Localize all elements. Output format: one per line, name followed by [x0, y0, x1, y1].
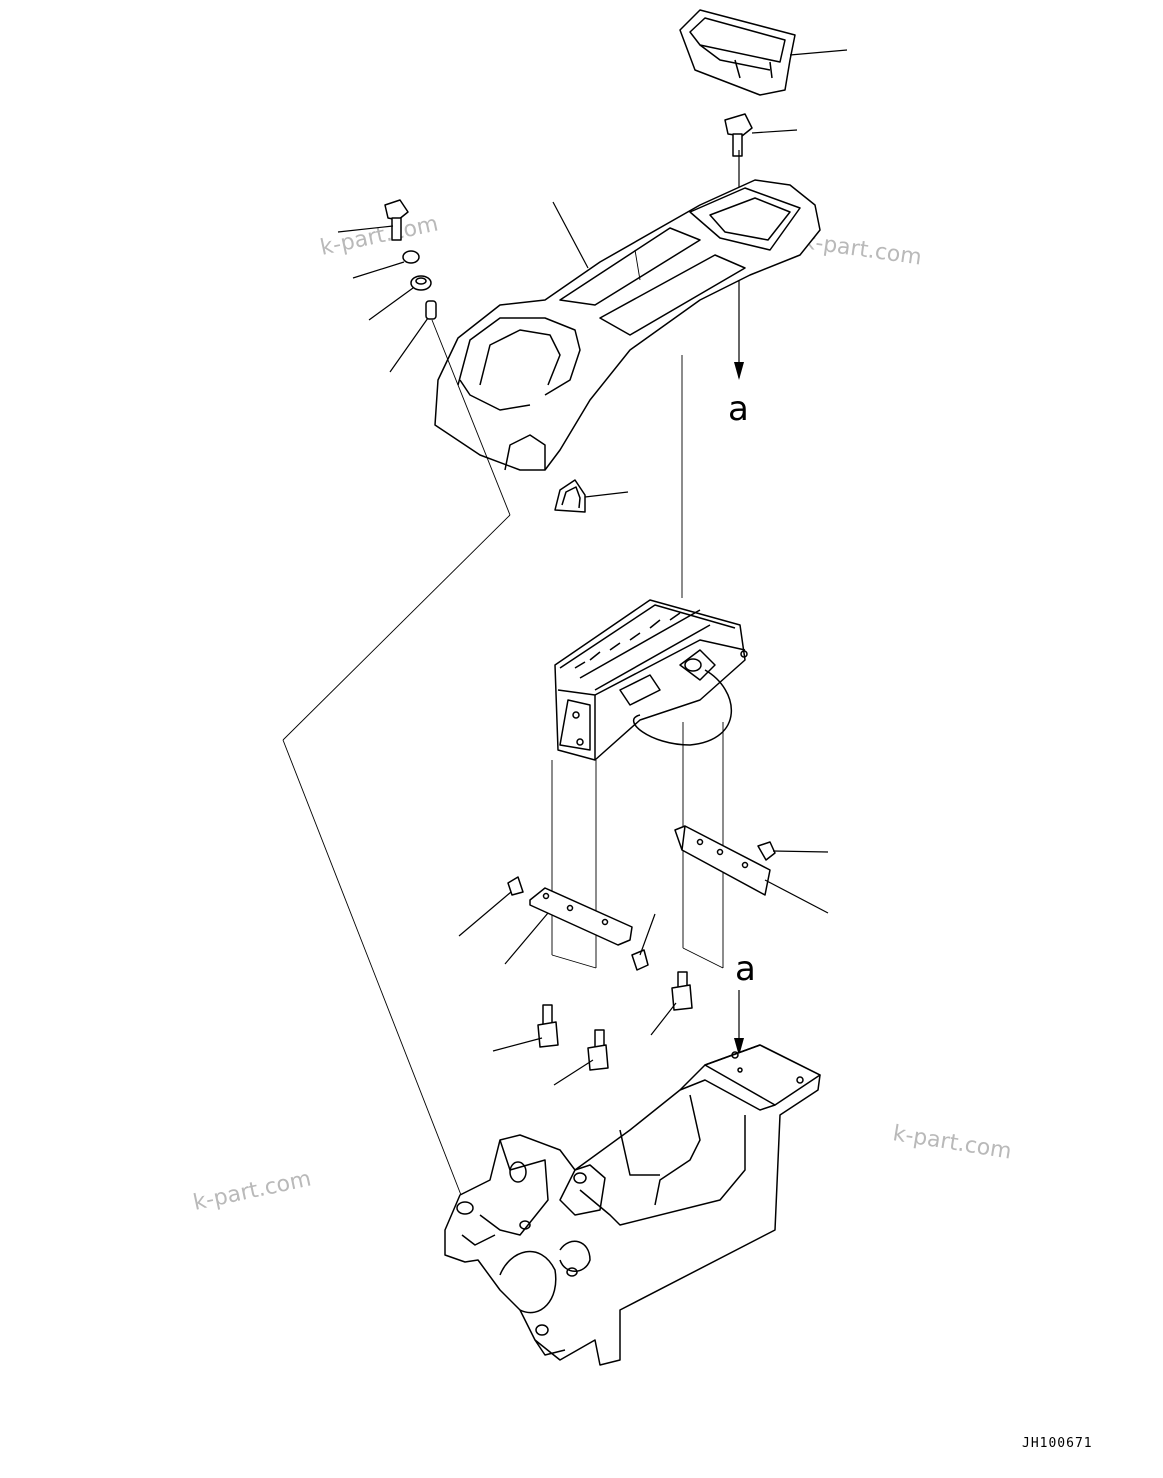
- watermark-bottom-left: k-part.com: [191, 1167, 313, 1216]
- bolt-part-top: [724, 113, 753, 157]
- bracket-right-part: [674, 825, 771, 896]
- control-panel-part: [554, 599, 748, 761]
- leader-line-clip-left: [458, 891, 512, 937]
- washer-part: [402, 250, 420, 264]
- reference-letter-top: a: [728, 389, 749, 429]
- leader-line-bolt-top: [751, 129, 798, 134]
- guide-line-frame-1: [282, 514, 511, 741]
- leader-line-bolt-lower-3: [650, 1002, 677, 1036]
- leader-line-pin: [389, 317, 429, 373]
- watermark-bottom-right: k-part.com: [891, 1121, 1013, 1164]
- bolt-part-lower-1: [537, 1004, 559, 1048]
- console-cover-part: [434, 179, 821, 471]
- leader-line-tray: [789, 49, 848, 56]
- storage-tray-part: [679, 9, 796, 96]
- reference-arrow-top-head: [734, 362, 744, 380]
- leader-line-bracket-left: [504, 912, 549, 965]
- pin-part: [425, 300, 437, 320]
- leader-line-cover: [552, 201, 589, 269]
- bolt-part-lower-2: [587, 1029, 609, 1071]
- guide-line-pin: [431, 319, 511, 516]
- leader-line-cap: [584, 491, 629, 498]
- watermark-top-right: k-part.com: [801, 229, 923, 270]
- watermark-top-left: k-part.com: [318, 212, 440, 261]
- drawing-code: JH100671: [1022, 1436, 1093, 1451]
- leader-line-grommet: [368, 287, 414, 321]
- guide-line-frame-2: [282, 739, 462, 1196]
- bolt-part-lower-3: [671, 971, 693, 1011]
- leader-line-screw: [337, 225, 394, 233]
- clip-left-part: [507, 876, 524, 896]
- base-frame-part: [444, 1044, 821, 1366]
- leader-line-bracket-right: [764, 879, 829, 914]
- leader-line-clip-center: [639, 913, 656, 956]
- bracket-left-part: [529, 887, 633, 946]
- screw-part: [384, 199, 409, 241]
- clip-center-part: [631, 949, 649, 971]
- reference-letter-bottom: a: [735, 949, 756, 989]
- leader-line-bolt-lower-1: [492, 1037, 543, 1052]
- cap-part: [554, 479, 586, 513]
- reference-arrow-bottom-head: [734, 1038, 744, 1056]
- leader-line-clip-right: [772, 850, 829, 853]
- grommet-part: [410, 275, 432, 291]
- clip-right-part: [757, 841, 776, 861]
- leader-line-bolt-lower-2: [553, 1059, 594, 1086]
- leader-line-washer: [352, 261, 405, 279]
